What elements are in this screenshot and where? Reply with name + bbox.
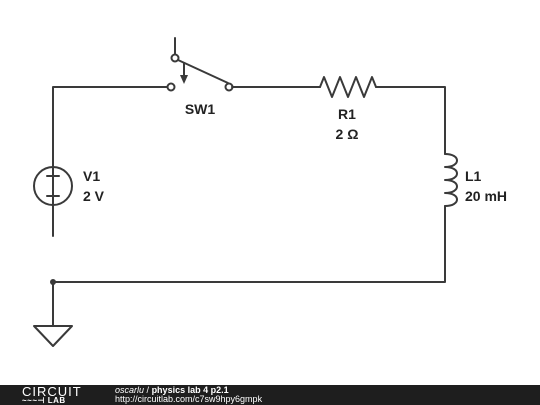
logo-lab-text: ~~~⊣ LAB: [22, 397, 66, 405]
resistor-value: 2 Ω: [336, 126, 359, 142]
resistor-r1: R1 2 Ω: [319, 76, 377, 142]
wire-top-left: [52, 86, 168, 237]
inductor-coil: [444, 153, 458, 207]
wire-resistor-to-inductor: [375, 86, 446, 155]
logo-wire-icon: ~~~⊣: [22, 396, 45, 405]
logo-lab-label: LAB: [47, 396, 66, 405]
circuit-meta: oscarlu / physics lab 4 p2.1: [115, 386, 229, 395]
switch-left-terminal: [166, 82, 176, 92]
switch-right-terminal: [224, 82, 234, 92]
logo-circuit-text: CIRCUIT: [22, 384, 82, 399]
circuit-title[interactable]: physics lab 4 p2.1: [151, 385, 229, 395]
circuit-schematic: SW1 R1 2 Ω V1 2 V L1 20 mH: [33, 37, 507, 347]
voltage-source-v1: V1 2 V: [33, 166, 105, 206]
source-value: 2 V: [83, 188, 105, 204]
switch-label: SW1: [185, 101, 216, 117]
switch-sw1: SW1: [166, 37, 234, 117]
ground: [33, 279, 73, 347]
circuit-url-link[interactable]: http://circuitlab.com/c7sw9hpy6gmpk: [115, 394, 263, 404]
junction-dot: [50, 279, 56, 285]
resistor-label: R1: [338, 106, 356, 122]
source-circle: [33, 166, 73, 206]
ground-symbol-icon: [33, 325, 73, 347]
meta-separator: /: [146, 385, 150, 395]
switch-arrow-head: [180, 75, 188, 84]
inductor-value: 20 mH: [465, 188, 507, 204]
inductor-label: L1: [465, 168, 482, 184]
footer-bar: CIRCUIT ~~~⊣ LAB oscarlu / physics lab 4…: [0, 385, 540, 405]
source-label: V1: [83, 168, 100, 184]
resistor-zigzag: [319, 76, 377, 98]
author-name[interactable]: oscarlu: [115, 385, 145, 395]
switch-blade: [177, 59, 229, 84]
circuitlab-logo: CIRCUIT ~~~⊣ LAB: [22, 385, 98, 405]
inductor-l1: L1 20 mH: [444, 153, 507, 207]
wire-inductor-to-bottom: [52, 205, 446, 283]
